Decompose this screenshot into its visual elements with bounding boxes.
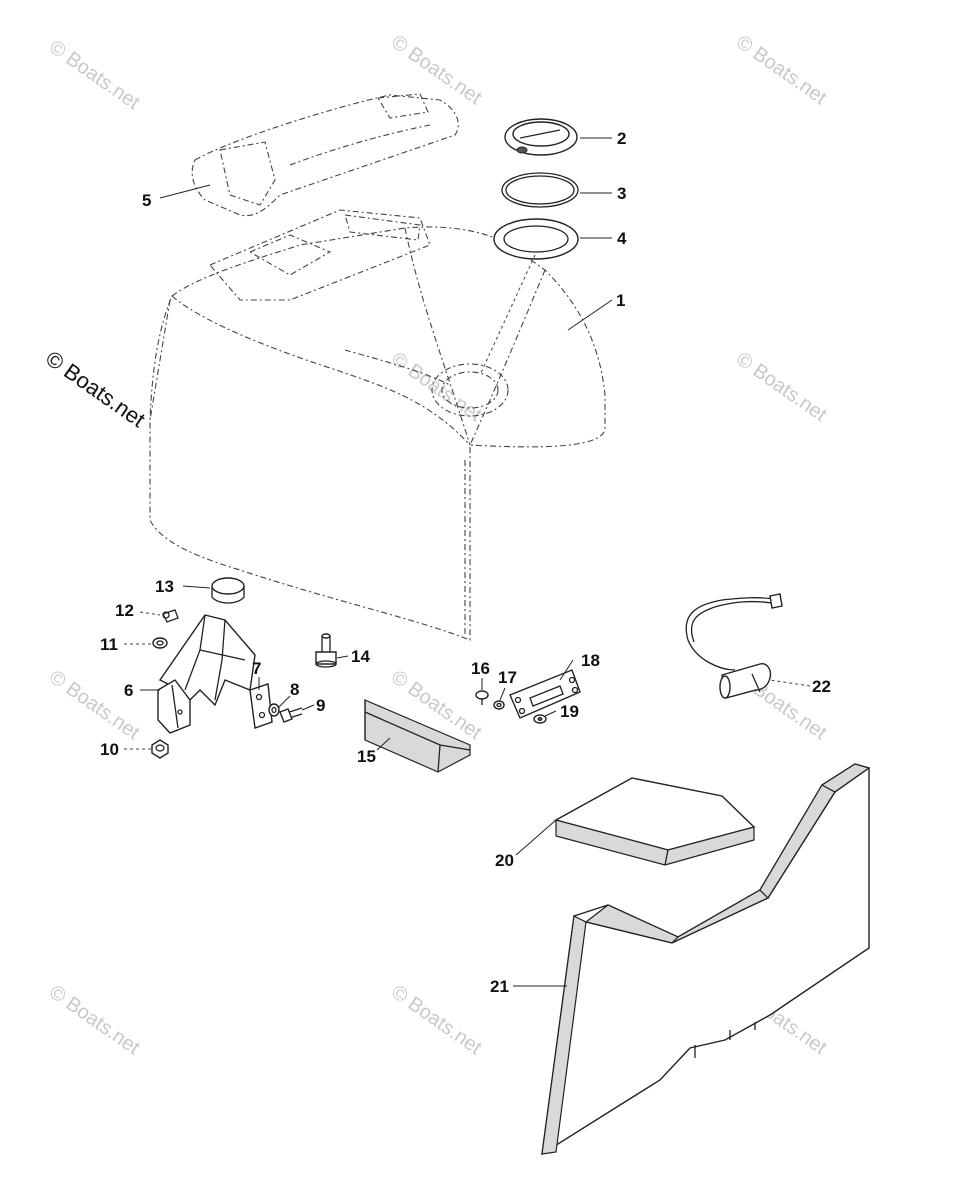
watermark: © Boats.net (387, 31, 486, 109)
callout-19: 19 (560, 702, 579, 721)
callout-17: 17 (498, 668, 517, 687)
callout-14: 14 (351, 647, 370, 666)
watermark: © Boats.net (45, 981, 144, 1059)
gasket (493, 218, 579, 260)
callouts: 1 2 3 4 5 6 7 8 9 10 11 12 13 14 15 16 1… (100, 129, 831, 996)
callout-18: 18 (581, 651, 600, 670)
callout-16: 16 (471, 659, 490, 678)
watermark: © Boats.net (732, 31, 831, 109)
callout-13: 13 (155, 577, 174, 596)
callout-8: 8 (290, 680, 299, 699)
callout-5: 5 (142, 191, 151, 210)
fill-cap (504, 118, 578, 156)
screw-12 (162, 609, 179, 623)
foam-panel (541, 763, 871, 1156)
callout-21: 21 (490, 977, 509, 996)
callout-15: 15 (357, 747, 376, 766)
nut-11 (152, 637, 168, 649)
callout-10: 10 (100, 740, 119, 759)
latch-plate (509, 669, 581, 719)
watermark: © Boats.net (732, 348, 831, 426)
grommet (211, 577, 245, 604)
watermark: © Boats.net (387, 981, 486, 1059)
callout-3: 3 (617, 184, 626, 203)
nut-19 (533, 714, 547, 724)
leader-lines (124, 137, 811, 987)
screw-16 (475, 690, 489, 705)
plate-7 (249, 683, 273, 729)
callout-22: 22 (812, 677, 831, 696)
harness-22 (685, 593, 783, 699)
watermark: © Boats.net (45, 36, 144, 114)
callout-12: 12 (115, 601, 134, 620)
watermarks: © Boats.net © Boats.net © Boats.net © Bo… (41, 31, 831, 1059)
washer-8 (268, 703, 280, 717)
callout-11: 11 (100, 635, 118, 654)
washer-17 (493, 700, 505, 710)
callout-6: 6 (124, 681, 133, 700)
top-cover (191, 93, 459, 217)
o-ring (501, 172, 579, 208)
callout-7: 7 (252, 659, 261, 678)
foam-pad (554, 777, 756, 866)
watermark: © Boats.net (387, 348, 486, 426)
callout-4: 4 (617, 229, 627, 248)
latch-bracket (157, 614, 256, 734)
callout-2: 2 (617, 129, 626, 148)
stud-14 (315, 633, 337, 668)
strip-15 (364, 699, 471, 773)
callout-1: 1 (616, 291, 625, 310)
callout-9: 9 (316, 696, 325, 715)
watermark: © Boats.net (45, 666, 144, 744)
nut-10 (151, 739, 169, 759)
callout-20: 20 (495, 851, 514, 870)
watermark-prominent: © Boats.net (41, 346, 150, 433)
bolt-9 (279, 707, 303, 723)
engine-cowl (149, 209, 606, 641)
